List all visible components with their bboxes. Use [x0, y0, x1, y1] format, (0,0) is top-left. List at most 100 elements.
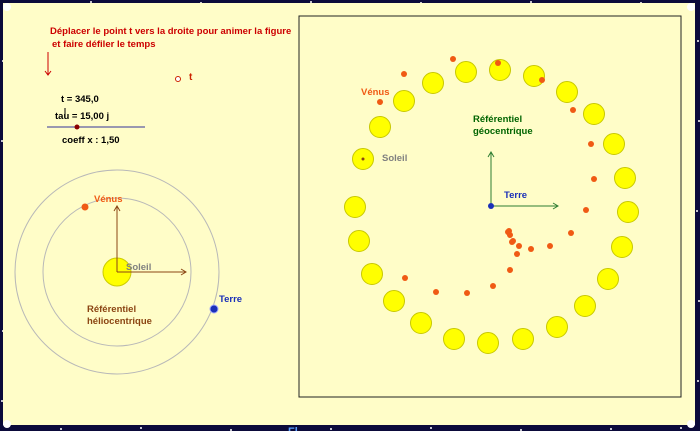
sun-geo-label: Soleil: [382, 153, 407, 164]
star: [680, 427, 682, 429]
sun-trail-dot: [455, 61, 477, 83]
star: [697, 380, 699, 382]
corner-button-bottom-left[interactable]: [3, 420, 11, 428]
venus-helio-label: Vénus: [94, 194, 123, 205]
sun-geo-dot: [361, 157, 365, 161]
star: [330, 428, 332, 430]
bottom-text-fragment: Fl: [288, 426, 298, 431]
heliocentric-view: Soleil Vénus Terre Référentiel héliocent…: [14, 169, 242, 375]
geo-axis-y: [487, 151, 495, 206]
star: [60, 428, 62, 430]
slider-point-t-label: t: [189, 72, 193, 83]
star: [1, 400, 3, 402]
corner-button-top-left[interactable]: [3, 3, 11, 11]
geocentric-sun-trail: [344, 59, 639, 354]
star: [520, 429, 522, 431]
venus-trail-dot: [377, 99, 383, 105]
earth-geo[interactable]: [488, 203, 494, 209]
sun-trail-dot: [617, 201, 639, 223]
star: [230, 429, 232, 431]
venus-trail-dot: [509, 239, 515, 245]
geo-frame-label-2: géocentrique: [473, 126, 533, 137]
sun-trail-dot: [393, 90, 415, 112]
star: [430, 427, 432, 429]
star: [1, 140, 3, 142]
instruction-line-2: et faire défiler le temps: [52, 39, 155, 50]
venus-trail-dot: [570, 107, 576, 113]
sun-trail-dot: [603, 133, 625, 155]
venus-trail-dot: [528, 246, 534, 252]
geo-axis-x: [491, 202, 559, 210]
venus-trail-dot: [516, 243, 522, 249]
down-arrow-icon: [44, 52, 52, 76]
sun-trail-dot: [348, 230, 370, 252]
star: [140, 427, 142, 429]
venus-trail-dot: [547, 243, 553, 249]
sun-helio-label: Soleil: [126, 262, 151, 273]
readout-coeff: coeff x : 1,50: [62, 135, 120, 146]
star: [530, 1, 532, 3]
star: [696, 210, 698, 212]
sun-trail-dot: [383, 290, 405, 312]
coeff-slider-handle[interactable]: [74, 124, 80, 130]
sun-trail-dot: [422, 72, 444, 94]
sun-trail-dot: [344, 196, 366, 218]
sun-trail-dot: [523, 65, 545, 87]
helio-frame-label-2: héliocentrique: [87, 316, 152, 327]
geo-frame-label-1: Référentiel: [473, 114, 522, 125]
sun-trail-dot: [361, 263, 383, 285]
venus-trail-dot: [402, 275, 408, 281]
sun-trail-dot: [489, 59, 511, 81]
venus-trail-dot: [450, 56, 456, 62]
star: [697, 40, 699, 42]
geocentric-frame-box: [298, 15, 682, 398]
sun-trail-dot: [611, 236, 633, 258]
star: [610, 428, 612, 430]
venus-geo-label: Vénus: [361, 87, 390, 98]
sun-trail-dot: [597, 268, 619, 290]
sun-trail-dot: [477, 332, 499, 354]
earth-orbit-circle: [14, 169, 220, 375]
venus-trail-dot: [505, 229, 511, 235]
readout-tau: tau = 15,00 j: [55, 111, 109, 122]
earth-geo-label: Terre: [504, 190, 527, 201]
readout-t: t = 345,0: [61, 94, 99, 105]
sun-trail-dot: [512, 328, 534, 350]
instruction-line-1: Déplacer le point t vers la droite pour …: [50, 26, 291, 37]
venus-trail-dot: [507, 267, 513, 273]
venus-orbit-circle: [42, 197, 192, 347]
venus-trail-dot: [591, 176, 597, 182]
star: [310, 1, 312, 3]
sun-trail-dot: [583, 103, 605, 125]
venus-helio[interactable]: [81, 203, 89, 211]
sun-trail-dot: [369, 116, 391, 138]
star: [698, 120, 700, 122]
slider-point-t[interactable]: [175, 76, 181, 82]
venus-trail-dot: [490, 283, 496, 289]
venus-trail-dot: [401, 71, 407, 77]
sun-trail-dot: [410, 312, 432, 334]
geocentric-view: Soleil Vénus Terre Référentiel géocentri…: [361, 87, 559, 210]
venus-trail-dot: [583, 207, 589, 213]
venus-trail-dot: [514, 251, 520, 257]
venus-trail-dot: [588, 141, 594, 147]
venus-trail-dot: [464, 290, 470, 296]
corner-button-bottom-right[interactable]: [687, 420, 695, 428]
venus-trail-dot: [495, 60, 501, 66]
star: [698, 300, 700, 302]
sun-trail-dot: [614, 167, 636, 189]
helio-frame-label-1: Référentiel: [87, 304, 136, 315]
venus-trail-dot: [539, 77, 545, 83]
venus-trail-dot: [433, 289, 439, 295]
venus-trail-dot: [568, 230, 574, 236]
corner-button-top-right[interactable]: [687, 3, 695, 11]
earth-helio[interactable]: [209, 304, 219, 314]
sun-trail-dot: [443, 328, 465, 350]
sun-trail-dot: [556, 81, 578, 103]
helio-axis-x: [117, 268, 187, 276]
sun-trail-dot: [574, 295, 596, 317]
earth-helio-label: Terre: [219, 294, 242, 305]
geocentric-venus-trail: [377, 56, 597, 296]
